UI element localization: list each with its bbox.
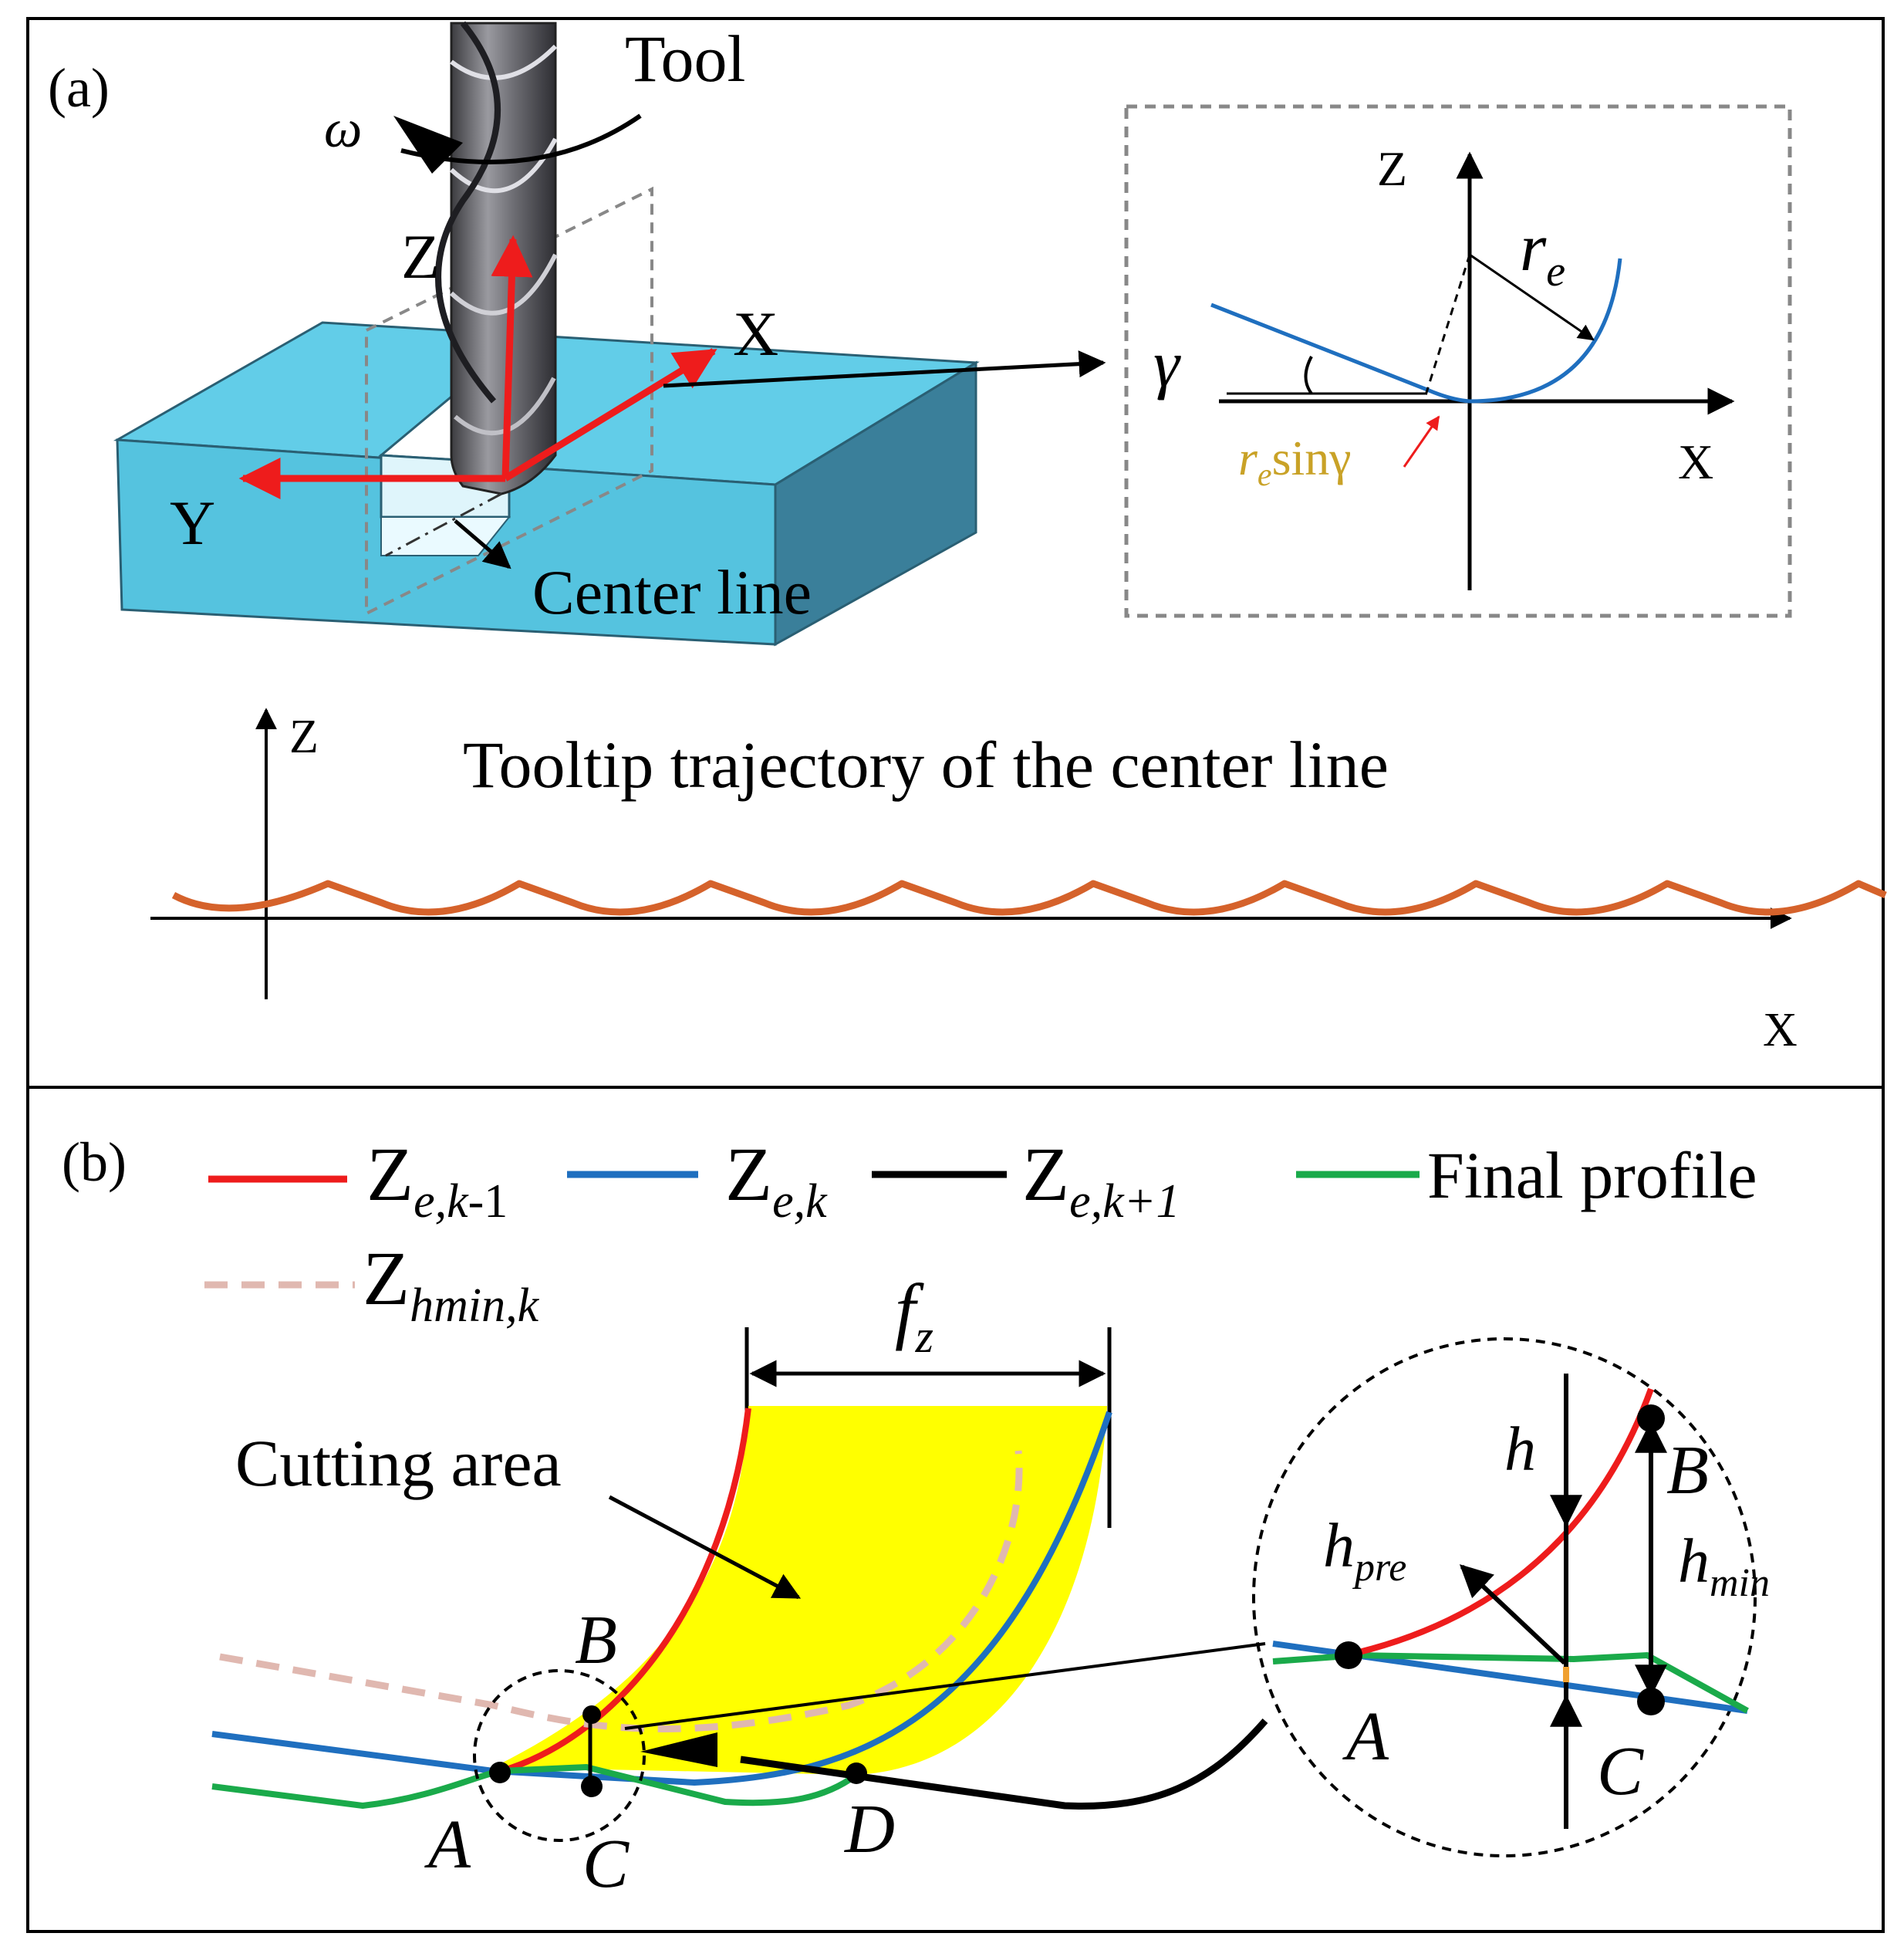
cutting-area-label: Cutting area — [235, 1426, 562, 1500]
magnify-circle-large — [1252, 1337, 1757, 1857]
point-d-label: D — [843, 1791, 895, 1867]
zoom-curve-zek-1 — [1345, 1387, 1654, 1658]
curve-zek-right — [493, 1411, 1112, 1786]
zoom-hpre-label: hpre — [1323, 1510, 1406, 1590]
inset-axis-x-label: X — [1678, 434, 1713, 489]
zoom-curve-final — [1272, 1651, 1749, 1714]
point-a-label: A — [424, 1806, 471, 1883]
tool-label: Tool — [625, 22, 745, 96]
legend-label-zek-1: Ze,k-1 — [366, 1131, 508, 1228]
center-line-label: Center line — [532, 557, 812, 627]
zoom-point-b — [1637, 1404, 1665, 1432]
inset-rsin-label: resinγ — [1238, 431, 1352, 493]
zoom-h-label: h — [1504, 1414, 1536, 1484]
zoom-point-c — [1637, 1688, 1665, 1715]
axis-x-label: X — [733, 299, 778, 369]
point-b-label: B — [575, 1602, 617, 1678]
workpiece-axes — [238, 235, 717, 499]
curve-zek-1 — [500, 1408, 751, 1774]
axis-z-label: Z — [401, 221, 440, 292]
inset-axis-z-label: Z — [1377, 141, 1407, 196]
zoom-point-a-label: A — [1342, 1698, 1389, 1775]
fz-label: fz — [895, 1269, 933, 1362]
curve-zhmin — [219, 1450, 1023, 1732]
end-mill-tool — [435, 21, 558, 495]
zoom-connector-top — [624, 1642, 1266, 1730]
omega-symbol: ω — [324, 100, 362, 159]
magnify-circle-small — [473, 1669, 646, 1842]
zoom-point-b-label: B — [1666, 1432, 1709, 1509]
panel-b-frame — [26, 1086, 1885, 1933]
center-line — [385, 492, 502, 557]
curve-final-profile — [211, 1763, 859, 1810]
panel-b-label: (b) — [62, 1131, 127, 1193]
slot-floor — [380, 516, 511, 556]
tooltip-trajectory-curve — [171, 880, 1887, 916]
inset-box — [1124, 104, 1792, 618]
legend-label-final-profile: Final profile — [1427, 1138, 1757, 1212]
curve-zek-left — [211, 1731, 495, 1774]
inset-radius-label: re — [1520, 211, 1565, 296]
inset-pointer-arrow — [663, 350, 1106, 388]
section-plane — [365, 186, 653, 617]
inset-radius-arrow — [1469, 253, 1595, 341]
inset-dashed-radius — [1424, 254, 1471, 396]
z-axis-arrow — [491, 235, 533, 479]
legend-label-zek+1: Ze,k+1 — [1022, 1131, 1180, 1228]
inset-rsin-pointer — [1403, 415, 1440, 468]
zoom-hpre-arrow — [1459, 1564, 1567, 1665]
center-line-pointer — [454, 519, 511, 569]
zoom-connector-arrowhead — [640, 1732, 717, 1767]
point-c — [581, 1776, 603, 1797]
point-c-label: C — [582, 1826, 630, 1902]
x-axis-arrow — [503, 348, 717, 482]
panel-a-label: (a) — [48, 57, 110, 119]
point-d — [846, 1762, 867, 1784]
legend: Ze,k-1 Ze,k Ze,k+1 Final profile Zhmin,k — [204, 1131, 1757, 1332]
point-b — [582, 1705, 601, 1724]
curve-zek+1 — [740, 1719, 1268, 1810]
rotation-arrowhead — [393, 116, 463, 174]
trajectory-axis-x-label: X — [1763, 1004, 1798, 1056]
cutting-area-pointer — [608, 1495, 802, 1600]
axis-y-label: Y — [170, 488, 215, 558]
inset-tool-nose-curve — [1210, 258, 1622, 404]
workpiece-side-face — [774, 360, 977, 647]
legend-label-zek: Ze,k — [725, 1131, 828, 1228]
inset-angle-label: γ — [1153, 326, 1181, 400]
inset-angle-arc — [1304, 356, 1313, 395]
trajectory-axis-z-label: Z — [289, 711, 319, 763]
legend-label-zhmin: Zhmin,k — [363, 1235, 540, 1332]
trajectory-title: Tooltip trajectory of the center line — [463, 728, 1389, 802]
zoom-point-c-label: C — [1597, 1733, 1644, 1810]
point-a — [489, 1762, 511, 1783]
zoom-point-a — [1335, 1641, 1362, 1669]
zoom-hmin-label: hmin — [1678, 1526, 1770, 1605]
